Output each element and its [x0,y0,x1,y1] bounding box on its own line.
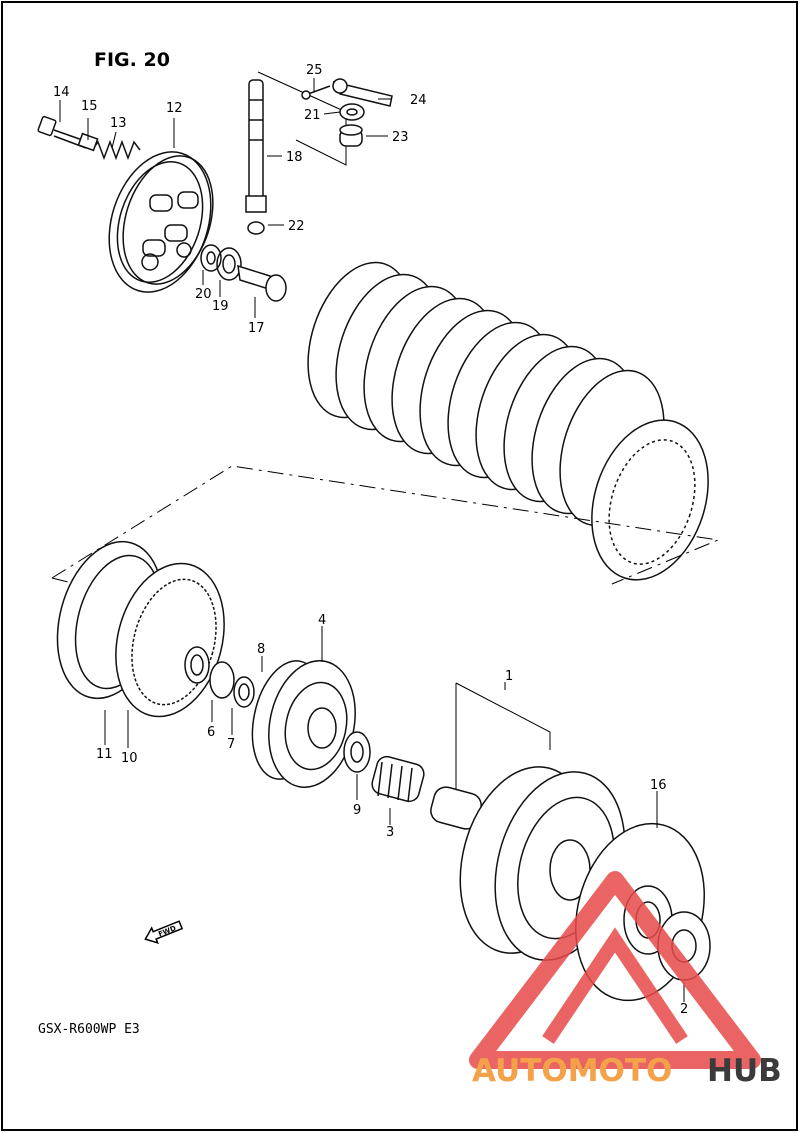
callout-14: 14 [53,85,70,100]
callout-leader-lines [59,78,685,1002]
callout-20: 20 [195,287,212,302]
fwd-label: FWD [157,924,177,938]
callout-8: 8 [257,642,265,657]
callout-10: 10 [121,751,138,766]
callout-9: 9 [353,803,361,818]
watermark-text-hub: HUB [707,1053,782,1089]
callout-24: 24 [410,93,427,108]
needle-bearing-3 [371,755,425,803]
release-rack-17 [237,264,287,302]
bearing-19 [216,247,242,281]
bearing-23 [339,124,363,147]
callout-17: 17 [248,321,265,336]
watermark-triangle-logo [469,871,761,1069]
oil-seal-22 [247,221,265,235]
callout-13: 13 [110,116,127,131]
release-camshaft-18 [245,79,267,213]
model-label: GSX-R600WP E3 [38,1022,140,1037]
callout-11: 11 [96,747,113,762]
spring-collar-15 [77,132,99,152]
clutch-plate-stack [307,261,709,581]
callout-21: 21 [304,108,321,123]
callout-18: 18 [286,150,303,165]
clutch-sleeve-hub-4 [251,660,356,788]
oil-seal-21 [339,103,365,121]
forward-arrow-icon: FWD [144,920,184,944]
clutch-pressure-plate-12 [108,151,214,293]
washer-20 [200,244,222,272]
callout-12: 12 [166,101,183,116]
callout-3: 3 [386,825,394,840]
callout-6: 6 [207,725,215,740]
callout-22: 22 [288,219,305,234]
release-arm-24 [332,78,393,107]
spring-washer-7 [209,661,235,699]
callout-23: 23 [392,130,409,145]
callout-2: 2 [680,1002,688,1017]
washer-6 [184,646,210,684]
callout-1: 1 [505,669,513,684]
callout-25: 25 [306,63,323,78]
callout-19: 19 [212,299,229,314]
callout-15: 15 [81,99,98,114]
thrust-washer-9 [343,731,371,773]
clutch-spring-13 [91,139,141,161]
arm-bolt-25 [301,85,331,100]
washer-8 [233,676,255,708]
callout-4: 4 [318,613,326,628]
callout-7: 7 [227,737,235,752]
callout-16: 16 [650,778,667,793]
figure-title: FIG. 20 [94,49,170,71]
gear-assembly-bracket [455,682,551,790]
watermark-text-automoto: AUTOMOTO [472,1053,672,1089]
